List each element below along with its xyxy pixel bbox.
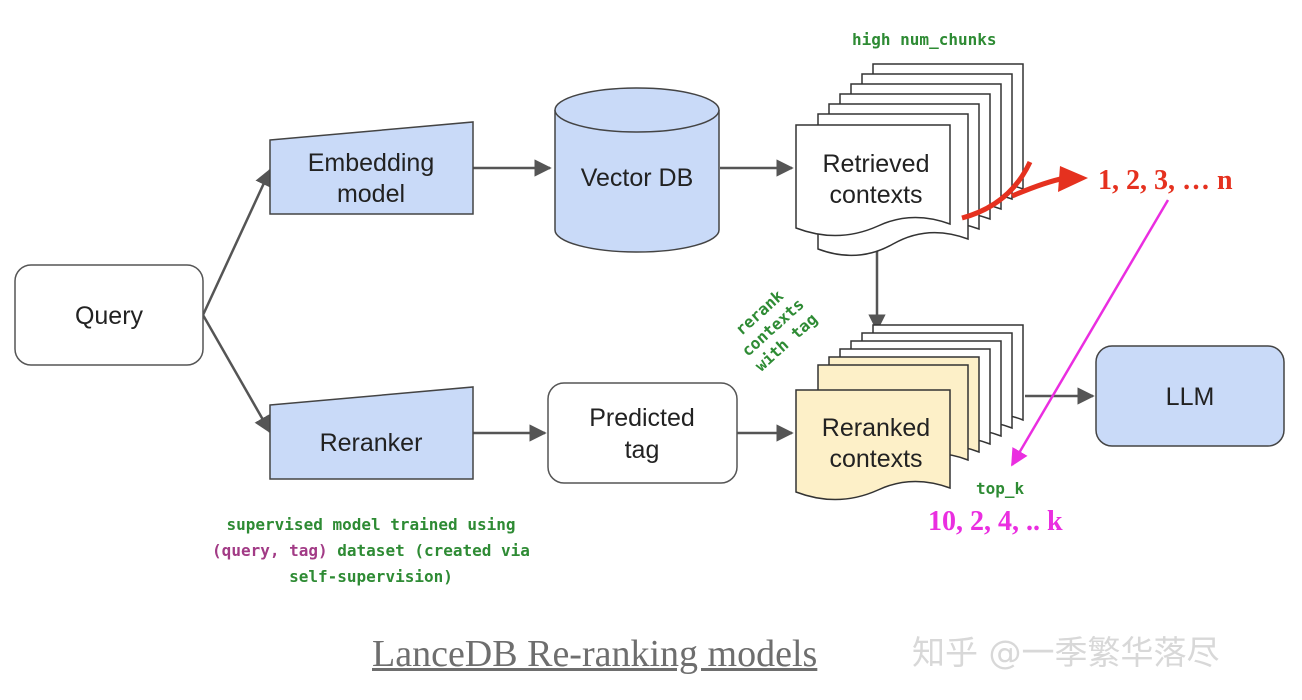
- embedding-model-label-line2: model: [337, 180, 405, 208]
- supervised-note-line1: supervised model trained using: [227, 515, 516, 534]
- embedding-model-node: Embedding model: [269, 121, 474, 215]
- retrieved-contexts-label-line2: contexts: [829, 181, 922, 209]
- top-k-note: top_k: [976, 479, 1025, 498]
- llm-node: LLM: [1095, 345, 1285, 447]
- magenta-topk-arrow: [1010, 199, 1170, 467]
- supervised-note-rest: dataset (created via: [328, 541, 530, 560]
- reranker-node: Reranker: [269, 386, 474, 480]
- predicted-tag-label-line2: tag: [625, 436, 660, 464]
- reranker-label: Reranker: [320, 429, 423, 457]
- reranked-contexts-label-line1: Reranked: [822, 414, 930, 442]
- high-num-chunks-note: high num_chunks: [852, 30, 997, 49]
- watermark: 知乎 @一季繁华落尽: [912, 633, 1220, 672]
- supervised-note-line2: (query, tag) dataset (created via: [212, 541, 530, 560]
- arrow-query-to-reranker: [201, 314, 272, 434]
- reranked-contexts-stack: Reranked contexts: [795, 324, 1024, 501]
- retrieved-order-label: 1, 2, 3, … n: [1098, 165, 1233, 196]
- arrow-query-to-embedding: [201, 168, 272, 316]
- predicted-tag-node: Predicted tag: [547, 382, 738, 484]
- red-order-arrow: [961, 160, 1088, 221]
- supervised-note-line3: self-supervision): [289, 567, 453, 586]
- reranked-order-label: 10, 2, 4, .. k: [928, 506, 1063, 537]
- vector-db-node: Vector DB: [554, 87, 720, 253]
- retrieved-contexts-stack: Retrieved contexts: [795, 63, 1024, 257]
- query-node: Query: [14, 264, 204, 366]
- caption-link[interactable]: LanceDB Re-ranking models: [372, 633, 818, 675]
- embedding-model-label-line1: Embedding: [308, 149, 434, 177]
- query-label: Query: [75, 302, 144, 330]
- predicted-tag-label-line1: Predicted: [589, 404, 695, 432]
- retrieved-contexts-label-line1: Retrieved: [823, 150, 930, 178]
- vector-db-label: Vector DB: [581, 164, 694, 192]
- supervised-note-tuple: (query, tag): [212, 541, 328, 560]
- rerank-contexts-note: rerank contexts with tag: [731, 286, 821, 375]
- reranked-contexts-label-line2: contexts: [829, 445, 922, 473]
- llm-label: LLM: [1166, 383, 1215, 411]
